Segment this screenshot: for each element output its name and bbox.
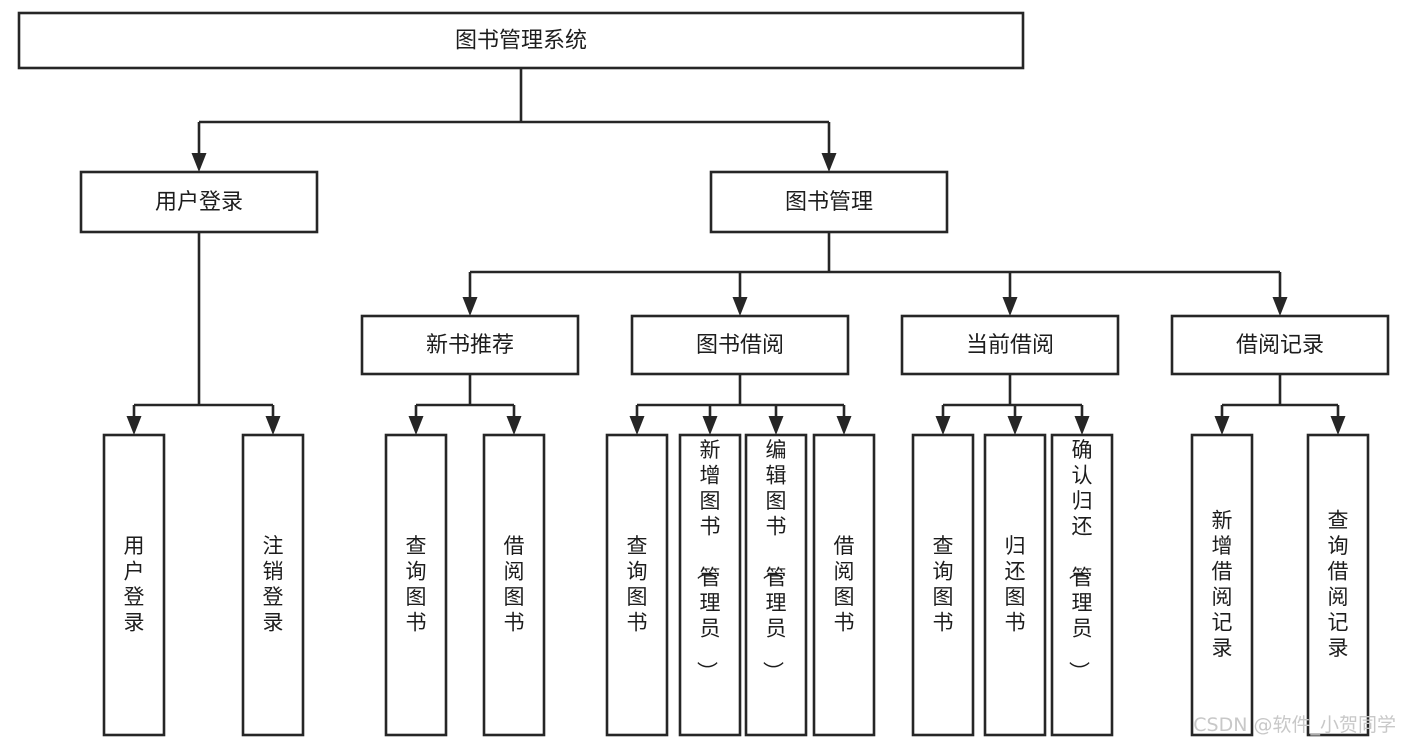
node-label: 编辑图书（管理员）	[761, 438, 787, 682]
node-leaf-borrow-book[interactable]: 借阅图书	[812, 433, 876, 737]
node-box[interactable]	[911, 433, 975, 737]
arrow-head-icon	[629, 416, 645, 435]
node-leaf-add-borrow-record[interactable]: 新增借阅记录	[1190, 433, 1254, 737]
node-label: 注销登录	[263, 534, 284, 635]
node-label: 用户登录	[124, 534, 145, 635]
node-label: 归还图书	[1005, 534, 1026, 635]
node-label: 查询图书	[406, 534, 427, 635]
node-label: 当前借阅	[966, 333, 1054, 358]
node-leaf-add-book-admin[interactable]: 新增图书（管理员）	[678, 433, 742, 737]
node-box[interactable]	[900, 314, 1120, 376]
arrow-head-icon	[191, 153, 207, 172]
node-label: 查询图书	[933, 534, 954, 635]
arrow-head-icon	[506, 416, 522, 435]
conn-root-to-level2	[191, 68, 837, 172]
arrow-head-icon	[408, 416, 424, 435]
node-box[interactable]	[241, 433, 305, 737]
node-leaf-borrow-book-rec[interactable]: 借阅图书	[482, 433, 546, 737]
node-box[interactable]	[812, 433, 876, 737]
arrow-head-icon	[732, 297, 748, 316]
node-book-borrow[interactable]: 图书借阅	[630, 314, 850, 376]
arrow-head-icon	[1272, 297, 1288, 316]
node-leaf-query-borrow-record[interactable]: 查询借阅记录	[1306, 433, 1370, 737]
node-leaf-user-logout[interactable]: 注销登录	[241, 433, 305, 737]
node-box[interactable]	[744, 433, 808, 737]
node-label: 借阅图书	[834, 534, 855, 635]
node-box[interactable]	[1050, 433, 1114, 737]
node-box[interactable]	[384, 433, 448, 737]
node-box[interactable]	[17, 11, 1025, 70]
node-label: 新增图书（管理员）	[695, 438, 721, 682]
node-label: 借阅记录	[1236, 333, 1324, 358]
arrow-head-icon	[462, 297, 478, 316]
arrow-head-icon	[935, 416, 951, 435]
node-leaf-return-book[interactable]: 归还图书	[983, 433, 1047, 737]
node-leaf-query-book-rec[interactable]: 查询图书	[384, 433, 448, 737]
node-label: 查询图书	[627, 534, 648, 635]
node-box[interactable]	[1170, 314, 1390, 376]
node-box[interactable]	[482, 433, 546, 737]
node-label: 确认归还（管理员）	[1067, 438, 1093, 682]
node-box[interactable]	[1306, 433, 1370, 737]
node-box[interactable]	[360, 314, 580, 376]
node-box[interactable]	[709, 170, 949, 234]
arrow-head-icon	[702, 416, 718, 435]
node-borrow-record[interactable]: 借阅记录	[1170, 314, 1390, 376]
node-leaf-edit-book-admin[interactable]: 编辑图书（管理员）	[744, 433, 808, 737]
node-label: 用户登录	[155, 190, 243, 215]
node-leaf-query-book-current[interactable]: 查询图书	[911, 433, 975, 737]
connector-layer	[126, 68, 1346, 435]
node-box[interactable]	[983, 433, 1047, 737]
node-current-borrow[interactable]: 当前借阅	[900, 314, 1120, 376]
node-label: 新书推荐	[426, 333, 514, 358]
arrow-head-icon	[768, 416, 784, 435]
conn-bookmanage-to-level3	[462, 232, 1288, 316]
conn-bookborrow-to-leaves	[629, 374, 852, 435]
node-layer: 图书管理系统用户登录图书管理新书推荐图书借阅当前借阅借阅记录用户登录注销登录查询…	[17, 11, 1390, 737]
node-user-login[interactable]: 用户登录	[79, 170, 319, 234]
arrow-head-icon	[1074, 416, 1090, 435]
conn-newbookrec-to-leaves	[408, 374, 522, 435]
arrow-head-icon	[1007, 416, 1023, 435]
csdn-watermark: CSDN @软件_小贺同学	[1193, 714, 1396, 736]
node-box[interactable]	[102, 433, 166, 737]
conn-borrowrecord-to-leaves	[1214, 374, 1346, 435]
node-label: 图书管理	[785, 190, 873, 215]
node-box[interactable]	[605, 433, 669, 737]
arrow-head-icon	[821, 153, 837, 172]
node-leaf-confirm-return-admin[interactable]: 确认归还（管理员）	[1050, 433, 1114, 737]
node-box[interactable]	[630, 314, 850, 376]
node-new-book-rec[interactable]: 新书推荐	[360, 314, 580, 376]
arrow-head-icon	[126, 416, 142, 435]
node-label: 图书管理系统	[455, 29, 587, 54]
node-label: 新增借阅记录	[1212, 509, 1233, 661]
node-leaf-query-book-borrow[interactable]: 查询图书	[605, 433, 669, 737]
node-leaf-user-login[interactable]: 用户登录	[102, 433, 166, 737]
node-box[interactable]	[79, 170, 319, 234]
arrow-head-icon	[1002, 297, 1018, 316]
conn-currentborrow-to-leaves	[935, 374, 1090, 435]
node-label: 借阅图书	[504, 534, 525, 635]
node-box[interactable]	[1190, 433, 1254, 737]
arrow-head-icon	[1214, 416, 1230, 435]
arrow-head-icon	[836, 416, 852, 435]
node-box[interactable]	[678, 433, 742, 737]
arrow-head-icon	[1330, 416, 1346, 435]
node-label: 查询借阅记录	[1328, 509, 1349, 661]
node-book-manage[interactable]: 图书管理	[709, 170, 949, 234]
node-root[interactable]: 图书管理系统	[17, 11, 1025, 70]
conn-userlogin-to-leaves	[126, 232, 281, 435]
arrow-head-icon	[265, 416, 281, 435]
node-label: 图书借阅	[696, 333, 784, 358]
